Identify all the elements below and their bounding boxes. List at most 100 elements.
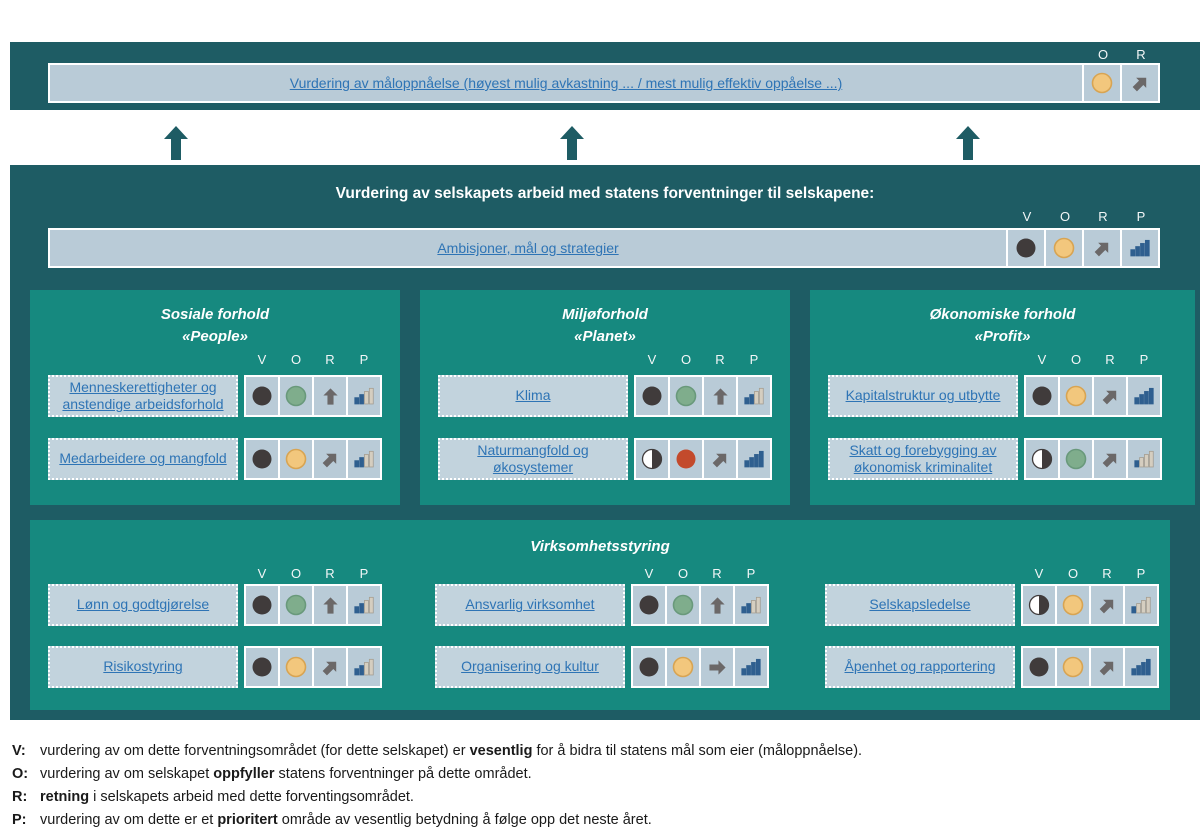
column-headers: V O R P: [1026, 352, 1160, 367]
o-indicator-icon: [670, 377, 702, 415]
goal-column-headers: O R: [1084, 47, 1160, 62]
v-indicator-icon: [633, 648, 665, 686]
r-arrow-icon: [314, 648, 346, 686]
legend-key: O:: [12, 766, 29, 782]
v-indicator-icon: [1023, 648, 1055, 686]
v-indicator-icon: [633, 586, 665, 624]
goal-attainment-row: Vurdering av måloppnåelse (høyest mulig …: [48, 63, 1160, 103]
topic-link[interactable]: Menneskerettigheter og anstendige arbeid…: [48, 375, 238, 417]
v-indicator-icon: [1026, 440, 1058, 478]
p-bars-icon: [1128, 377, 1160, 415]
indicator-cells: [244, 646, 382, 688]
o-indicator-icon: [667, 648, 699, 686]
r-arrow-icon: [1091, 586, 1123, 624]
r-arrow-icon: [701, 586, 733, 624]
topic-row: Selskapsledelse: [825, 584, 1159, 626]
topic-row: Risikostyring: [48, 646, 382, 688]
column-headers: V O R P: [246, 566, 380, 581]
r-arrow-icon: [701, 648, 733, 686]
col-header-p: P: [359, 352, 369, 367]
legend-line-v: V: vurdering av om dette forventningsomr…: [12, 740, 1192, 763]
topic-link[interactable]: Skatt og forebygging av økonomisk krimin…: [828, 438, 1018, 480]
col-header-r: R: [1136, 47, 1146, 62]
v-indicator-icon: [246, 586, 278, 624]
topic-row: Organisering og kultur: [435, 646, 769, 688]
panel-social-title: Sosiale forhold: [160, 306, 270, 323]
ambitions-column-headers: V O R P: [1008, 209, 1160, 224]
col-header-r: R: [325, 566, 335, 581]
col-header-p: P: [746, 566, 756, 581]
goal-attainment-link[interactable]: Vurdering av måloppnåelse (høyest mulig …: [50, 65, 1082, 101]
legend-key: P:: [12, 812, 27, 828]
r-arrow-icon: [314, 586, 346, 624]
topic-link[interactable]: Risikostyring: [48, 646, 238, 688]
v-indicator-icon: [246, 648, 278, 686]
ambitions-link[interactable]: Ambisjoner, mål og strategier: [50, 230, 1006, 266]
legend-text: vurdering av om dette forventningsområde…: [40, 743, 863, 759]
r-arrow-icon: [1084, 230, 1120, 266]
topic-link[interactable]: Kapitalstruktur og utbytte: [828, 375, 1018, 417]
indicator-cells: [1024, 438, 1162, 480]
col-header-r: R: [325, 352, 335, 367]
col-header-v: V: [257, 352, 267, 367]
r-arrow-icon: [1094, 440, 1126, 478]
legend-text: retning i selskapets arbeid med dette fo…: [40, 789, 414, 805]
topic-link[interactable]: Medarbeidere og mangfold: [48, 438, 238, 480]
r-arrow-icon: [704, 440, 736, 478]
col-header-p: P: [1136, 209, 1146, 224]
legend-text: vurdering av om dette er et prioritert o…: [40, 812, 652, 828]
legend-line-r: R: retning i selskapets arbeid med dette…: [12, 786, 1192, 809]
col-header-p: P: [1139, 352, 1149, 367]
o-indicator-icon: [1060, 440, 1092, 478]
v-indicator-icon: [1026, 377, 1058, 415]
topic-row: Kapitalstruktur og utbytte: [828, 375, 1162, 417]
p-bars-icon: [1125, 586, 1157, 624]
col-header-v: V: [1037, 352, 1047, 367]
topic-row: Medarbeidere og mangfold: [48, 438, 382, 480]
p-bars-icon: [738, 377, 770, 415]
col-header-o: O: [290, 352, 302, 367]
o-indicator-icon: [280, 648, 312, 686]
panel-economic: Økonomiske forhold «Profit» V O R P Kapi…: [810, 290, 1195, 505]
indicator-cells: [1021, 646, 1159, 688]
col-header-v: V: [1034, 566, 1044, 581]
legend-line-o: O: vurdering av om selskapet oppfyller s…: [12, 763, 1192, 786]
legend-key: V:: [12, 743, 26, 759]
flow-arrow-icon: [164, 126, 188, 165]
col-header-v: V: [644, 566, 654, 581]
col-header-r: R: [1098, 209, 1108, 224]
topic-link[interactable]: Organisering og kultur: [435, 646, 625, 688]
col-header-p: P: [359, 566, 369, 581]
topic-link[interactable]: Lønn og godtgjørelse: [48, 584, 238, 626]
flow-arrow-icon: [560, 126, 584, 165]
v-indicator-icon: [1008, 230, 1044, 266]
o-indicator-icon: [280, 440, 312, 478]
p-bars-icon: [1128, 440, 1160, 478]
r-arrow-icon: [1094, 377, 1126, 415]
col-header-o: O: [290, 566, 302, 581]
topic-row: Lønn og godtgjørelse: [48, 584, 382, 626]
p-bars-icon: [735, 648, 767, 686]
col-header-o: O: [1059, 209, 1071, 224]
topic-link[interactable]: Selskapsledelse: [825, 584, 1015, 626]
col-header-v: V: [257, 566, 267, 581]
topic-link[interactable]: Klima: [438, 375, 628, 417]
col-header-r: R: [715, 352, 725, 367]
col-header-o: O: [1067, 566, 1079, 581]
topic-link[interactable]: Åpenhet og rapportering: [825, 646, 1015, 688]
topic-link[interactable]: Ansvarlig virksomhet: [435, 584, 625, 626]
indicator-cells: [634, 375, 772, 417]
flow-arrow-icon: [956, 126, 980, 165]
panel-environment-subtitle: «Planet»: [574, 328, 636, 345]
p-bars-icon: [1125, 648, 1157, 686]
o-indicator-icon: [667, 586, 699, 624]
topic-row: Naturmangfold og økosystemer: [438, 438, 772, 480]
indicator-cells: [244, 438, 382, 480]
panel-social-subtitle: «People»: [182, 328, 248, 345]
col-header-o: O: [1070, 352, 1082, 367]
col-header-p: P: [1136, 566, 1146, 581]
topic-link[interactable]: Naturmangfold og økosystemer: [438, 438, 628, 480]
expectations-panel-title: Vurdering av selskapets arbeid med state…: [335, 185, 875, 202]
column-headers: V O R P: [633, 566, 767, 581]
